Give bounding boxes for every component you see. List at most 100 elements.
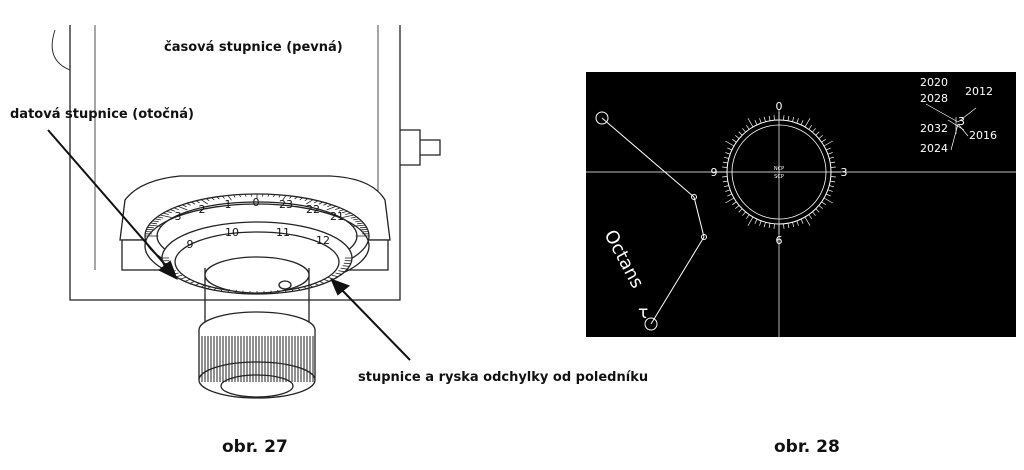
reticle-tick [768, 115, 771, 121]
dial-tick [277, 289, 280, 294]
dial-tick [299, 197, 303, 201]
dial-tick [200, 284, 206, 288]
reticle-tick [815, 131, 820, 136]
dial-tick [150, 222, 157, 225]
dial-tick [181, 204, 187, 208]
reticle-tick [830, 161, 836, 164]
dial-number: 12 [316, 234, 330, 247]
reticle-tick [823, 140, 833, 147]
dial-tick [189, 280, 195, 284]
dial-tick [179, 277, 186, 280]
reticle-tick [773, 223, 775, 229]
reticle-tick [808, 214, 812, 219]
reticle-tick [825, 147, 831, 151]
reticle-tick [723, 185, 729, 188]
reticle-tick [787, 223, 790, 229]
reticle-tick [747, 216, 754, 226]
reticle-tick [754, 120, 758, 126]
dial-tick [234, 289, 237, 294]
star-marker [691, 194, 697, 200]
dial-tick [294, 196, 298, 200]
dial-number: 3 [175, 210, 182, 223]
dial-tick [338, 209, 345, 212]
dial-tick [323, 279, 330, 282]
dial-tick [227, 195, 232, 201]
dial-tick [328, 277, 335, 280]
scp-label: SCP [774, 174, 784, 180]
reticle-tick [727, 147, 733, 151]
year-marker-lines [925, 103, 977, 151]
dial-tick [327, 204, 333, 208]
year-label: 2024 [920, 142, 948, 155]
time-scale-label: časová stupnice (pevná) [164, 40, 343, 55]
reticle-tick [722, 180, 728, 183]
reticle-tick [754, 218, 758, 224]
reticle-tick [725, 152, 731, 155]
reticle-tick [804, 118, 811, 128]
reticle-tick [722, 176, 728, 178]
dial-number: 22 [306, 203, 320, 216]
reticle-tick [827, 189, 833, 192]
dial-tick [244, 194, 247, 197]
reticle-tick [827, 152, 833, 155]
polar-reticle-diagram: 0 3 6 9 NCP SCP Octans τ 2020 2028 2012 … [586, 72, 1016, 337]
dial-tick [308, 284, 314, 288]
reticle-tick [732, 139, 737, 143]
dial-tick [282, 195, 287, 201]
star-tau-label: τ [638, 303, 648, 323]
reticle-tick [800, 218, 804, 224]
polar-scope-drawing: 3 2 1 0 23 22 21 9 10 11 12 [47, 25, 441, 399]
reticle-tick [763, 222, 766, 228]
dial-tick [273, 194, 275, 198]
dial-tick [173, 207, 179, 210]
dial-tick [249, 290, 251, 294]
reticle-tick [727, 193, 733, 197]
dial-tick [335, 207, 341, 210]
octans-asterism [595, 111, 707, 331]
dial-tick [154, 218, 161, 221]
reticle-tick [821, 201, 826, 205]
date-scale-leader [47, 129, 169, 269]
reticle-tick [821, 139, 826, 143]
reticle-tick [812, 128, 816, 133]
reticle-tick [830, 180, 836, 183]
star-marker [701, 234, 707, 240]
figure-27-caption: obr. 27 [222, 437, 288, 457]
dial-tick [216, 196, 220, 200]
dial-tick [306, 199, 314, 205]
dial-tick [335, 272, 342, 275]
reticle-tick [812, 211, 816, 216]
reticle-tick [742, 211, 746, 216]
year-label: 2032 [920, 122, 948, 135]
dial-tick [148, 224, 162, 227]
year-label: 2028 [920, 92, 948, 105]
reticle-tick [829, 185, 835, 188]
dial-tick [222, 195, 225, 199]
dial-tick [296, 287, 301, 291]
reticle-tick [747, 118, 754, 128]
dial-number: 9 [187, 238, 194, 251]
clock-label-bottom: 6 [776, 234, 783, 247]
dial-tick [283, 289, 287, 293]
dial-tick [166, 210, 172, 214]
dial-tick [331, 274, 339, 278]
reticle-tick [829, 156, 835, 159]
figure-28-caption: obr. 28 [774, 437, 840, 457]
dial-tick [270, 290, 273, 294]
dial-tick [302, 285, 307, 290]
dial-tick [220, 288, 224, 292]
year-label: 3 [958, 115, 965, 128]
reticle-tick [783, 115, 785, 121]
reticle-tick [830, 166, 836, 168]
dial-tick [342, 210, 348, 214]
dial-tick [147, 226, 155, 229]
dial-number: 10 [225, 226, 239, 239]
dial-tick [289, 195, 292, 199]
dial-tick [211, 197, 215, 201]
dial-tick [205, 198, 210, 202]
dial-tick [175, 274, 183, 278]
dial-number: 2 [199, 203, 206, 216]
dial-tick [186, 203, 191, 206]
dial-tick [263, 290, 265, 294]
dial-tick [159, 214, 172, 218]
